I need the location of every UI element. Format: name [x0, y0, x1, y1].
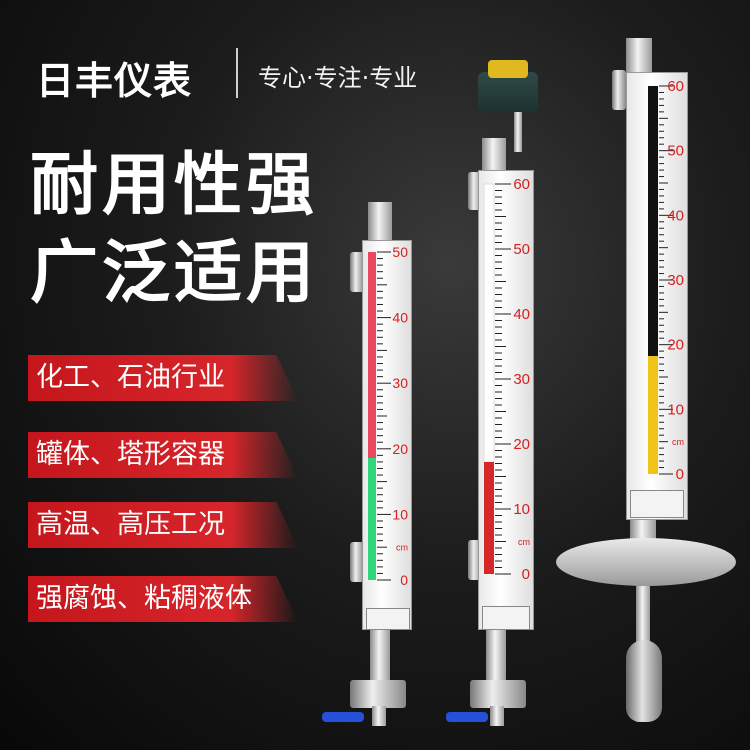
- gauge-middle-unit-label: cm: [518, 537, 530, 547]
- gauge-left-top-pipe: [368, 202, 392, 246]
- gauge-left-bottom-clamp: [350, 680, 406, 708]
- gauge-right-tick-label: 30: [667, 272, 684, 289]
- gauge-left-unit-label: cm: [396, 542, 408, 552]
- gauge-left-bottom-pipe: [370, 630, 390, 685]
- gauge-right-float-ball: [626, 640, 662, 722]
- gauge-left-tick-label: 50: [392, 244, 408, 260]
- brand-name: 日丰仪表: [36, 59, 193, 103]
- gauge-middle-bottom-pipe: [486, 630, 506, 685]
- gauge-middle-top-pipe: [482, 138, 506, 176]
- gauge-right-tick-label: 50: [667, 143, 684, 160]
- brand-divider: [236, 48, 238, 98]
- gauge-left-nameplate: [366, 608, 410, 630]
- gauge-right-tick-label: 20: [667, 337, 684, 354]
- brand-slogan: 专心·专注·专业: [258, 64, 418, 92]
- gauge-middle-indicator-lower: [484, 462, 494, 574]
- gauge-middle-tick-label: 40: [513, 306, 530, 323]
- gauge-middle-tick-label: 30: [513, 371, 530, 388]
- gauge-right-side-flange: [612, 70, 626, 110]
- tag-chemical-petroleum: 化工、石油行业: [28, 355, 298, 401]
- gauge-left-side-flange-bottom: [350, 542, 364, 582]
- gauge-middle-tick-label: 20: [513, 436, 530, 453]
- gauge-middle-nameplate: [482, 606, 530, 630]
- gauge-right-tick-label: 40: [667, 207, 684, 224]
- gauge-middle-drain-pipe: [490, 706, 504, 726]
- gauge-left-tick-label: 30: [392, 375, 408, 391]
- gauge-left-tick-label: 0: [400, 572, 408, 588]
- gauge-middle-junction-cap: [488, 60, 528, 78]
- gauge-left-scale: 50 40 30 20 10 0 cm: [368, 244, 408, 588]
- gauge-left-indicator-upper: [368, 252, 376, 458]
- gauge-middle-tick-label: 10: [513, 501, 530, 518]
- tag-corrosive-viscous: 强腐蚀、粘稠液体: [28, 576, 298, 622]
- gauge-right-indicator-upper: [648, 86, 658, 356]
- gauge-left-tick-label: 10: [392, 506, 408, 522]
- gauge-right-indicator-lower: [648, 356, 658, 474]
- gauge-left-tick-label: 40: [392, 310, 408, 326]
- gauge-right-mounting-flange: [556, 538, 736, 586]
- gauge-right-tick-label: 10: [667, 401, 684, 418]
- gauge-middle-tick-label: 0: [522, 566, 530, 583]
- gauge-right-tick-label: 60: [667, 78, 684, 95]
- gauge-right-float-rod: [636, 586, 650, 656]
- gauge-middle-tick-label: 50: [513, 241, 530, 258]
- gauge-middle-indicator-upper: [483, 183, 495, 463]
- gauge-middle-sensor-rod: [514, 112, 522, 152]
- gauge-right-scale: 60 50 40 30 20 10 0 cm: [648, 78, 684, 483]
- tag-tank-tower: 罐体、塔形容器: [28, 432, 298, 478]
- gauge-middle-tick-label: 60: [513, 176, 530, 193]
- gauge-middle-bottom-clamp: [470, 680, 526, 708]
- gauge-left-indicator-lower: [368, 458, 376, 580]
- gauge-left-valve-handle: [322, 712, 364, 722]
- gauge-right-unit-label: cm: [672, 437, 684, 447]
- gauge-left-tick-label: 20: [392, 441, 408, 457]
- tag-high-temp-pressure: 高温、高压工况: [28, 502, 298, 548]
- gauge-right-top-pipe: [626, 38, 652, 78]
- headline-durable: 耐用性强: [30, 146, 319, 225]
- gauge-middle-scale: 60 50 40 30 20 10 0 cm: [483, 176, 530, 583]
- gauge-right-tick-label: 0: [676, 466, 684, 483]
- gauge-left-side-flange-top: [350, 252, 364, 292]
- headline-wide-use: 广泛适用: [30, 234, 319, 313]
- gauge-middle-valve-handle: [446, 712, 488, 722]
- gauge-middle-junction-box: [478, 72, 538, 112]
- gauge-left-drain-pipe: [372, 706, 386, 726]
- gauge-right-nameplate: [630, 490, 684, 518]
